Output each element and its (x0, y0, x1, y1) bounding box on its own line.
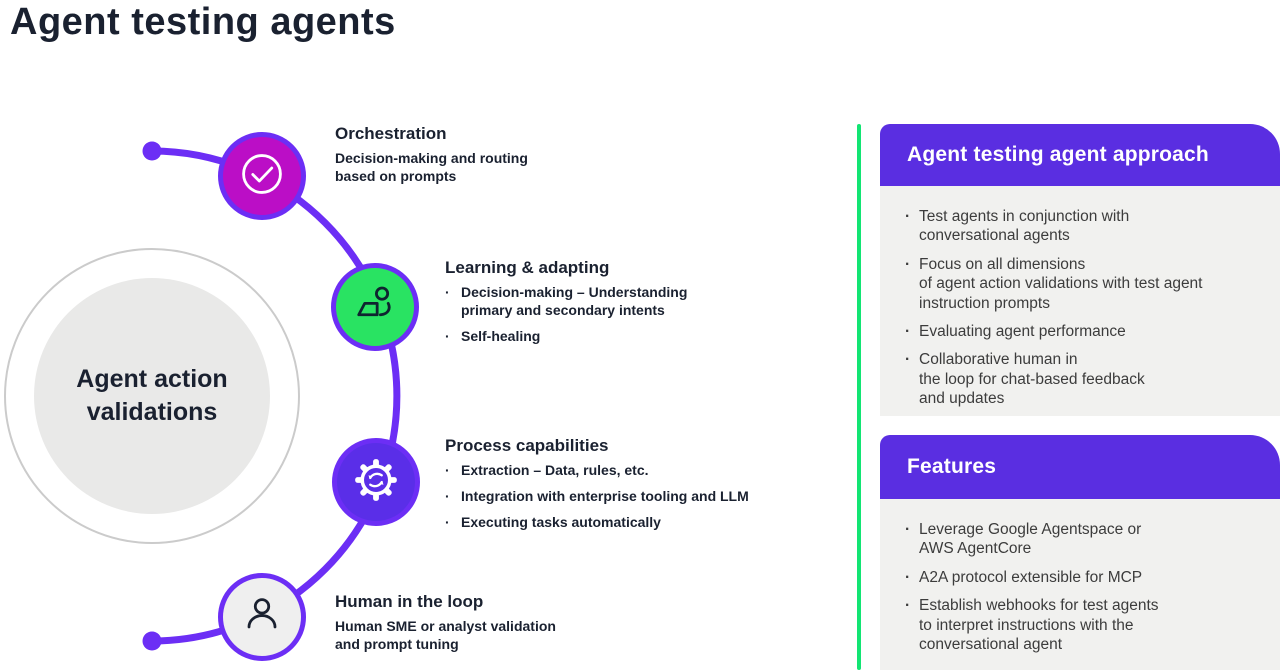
list-item: · Leverage Google Agentspace or AWS Agent… (905, 520, 1254, 559)
label-orchestration-title: Orchestration (335, 124, 447, 143)
node-human (218, 573, 306, 661)
bullet-dot: · (445, 487, 450, 504)
list-item: · Extraction – Data, rules, etc. (445, 462, 795, 480)
bullet-text: Establish webhooks for test agents to in… (919, 597, 1159, 653)
bullet-text: Extraction – Data, rules, etc. (461, 462, 649, 478)
center-circle (34, 278, 270, 514)
bullet-text: Executing tasks automatically (461, 513, 661, 530)
bullet-text: Decision-making – Understanding primary … (461, 284, 688, 318)
bullet-text: Evaluating agent performance (919, 322, 1126, 340)
label-process-title: Process capabilities (445, 436, 609, 455)
person-icon (236, 589, 288, 646)
panel-approach-body: · Test agents in conjunction with convers… (880, 186, 1280, 416)
bullet-text: A2A protocol extensible for MCP (919, 568, 1143, 586)
bullet-text: Leverage Google Agentspace or AWS AgentC… (919, 521, 1142, 558)
bullet-dot: · (905, 322, 911, 340)
list-item: · Focus on all dimensions of agent action… (905, 255, 1254, 313)
panel-features: Features · Leverage Google Agentspace or … (880, 435, 1280, 670)
label-learning-title: Learning & adapting (445, 258, 610, 277)
list-item: · Test agents in conjunction with convers… (905, 207, 1254, 246)
bullet-dot: · (445, 284, 450, 300)
green-divider (857, 124, 861, 670)
bullet-text: Focus on all dimensions of agent action … (919, 255, 1203, 312)
panel-features-header: Features (880, 435, 1280, 499)
list-item: · Executing tasks automatically (445, 514, 795, 532)
person-laptop-icon (349, 279, 401, 336)
bullet-text: Test agents in conjunction with conversa… (919, 208, 1130, 245)
bullet-dot: · (905, 521, 911, 538)
label-orchestration: Orchestration Decision-making and routin… (335, 124, 585, 186)
panel-approach: Agent testing agent approach · Test agent… (880, 124, 1280, 416)
bullet-dot: · (905, 351, 911, 369)
node-process (332, 438, 420, 526)
list-item: · Collaborative human in the loop for cha… (905, 350, 1254, 408)
bullet-dot: · (445, 327, 450, 344)
label-process: Process capabilities · Extraction – Data,… (445, 436, 795, 539)
list-item: · A2A protocol extensible for MCP (905, 568, 1254, 587)
label-human-description: Human SME or analyst validation and prom… (335, 618, 556, 652)
node-orchestration (218, 132, 306, 220)
label-learning: Learning & adapting · Decision-making – U… (445, 258, 775, 353)
node-learning (331, 263, 419, 351)
list-item: · Self-healing (445, 328, 775, 346)
bullet-dot: · (905, 568, 911, 586)
bullet-dot: · (905, 597, 911, 615)
bullet-text: Self-healing (461, 327, 541, 344)
arc-start-dot (142, 141, 162, 161)
gear-sync-icon (351, 455, 401, 510)
label-human: Human in the loop Human SME or analyst v… (335, 592, 615, 654)
bullet-text: Collaborative human in the loop for chat… (919, 351, 1145, 407)
list-item: · Evaluating agent performance (905, 322, 1254, 341)
bullet-text: Integration with enterprise tooling and … (461, 487, 749, 504)
center-label: Agent action validations (76, 365, 228, 426)
label-human-title: Human in the loop (335, 592, 484, 611)
list-item: · Establish webhooks for test agents to i… (905, 596, 1254, 654)
bullet-dot: · (445, 513, 450, 530)
list-item: · Integration with enterprise tooling and… (445, 488, 795, 506)
bullet-dot: · (905, 255, 911, 273)
panel-approach-header: Agent testing agent approach (880, 124, 1280, 186)
page-title: Agent testing agents (10, 1, 396, 43)
check-circle-icon (236, 148, 288, 205)
bullet-dot: · (905, 208, 911, 225)
arc-end-dot (142, 631, 162, 651)
panel-features-body: · Leverage Google Agentspace or AWS Agent… (880, 499, 1280, 670)
list-item: · Decision-making – Understanding primary… (445, 284, 775, 320)
label-orchestration-description: Decision-making and routing based on pro… (335, 150, 528, 184)
bullet-dot: · (445, 462, 450, 478)
